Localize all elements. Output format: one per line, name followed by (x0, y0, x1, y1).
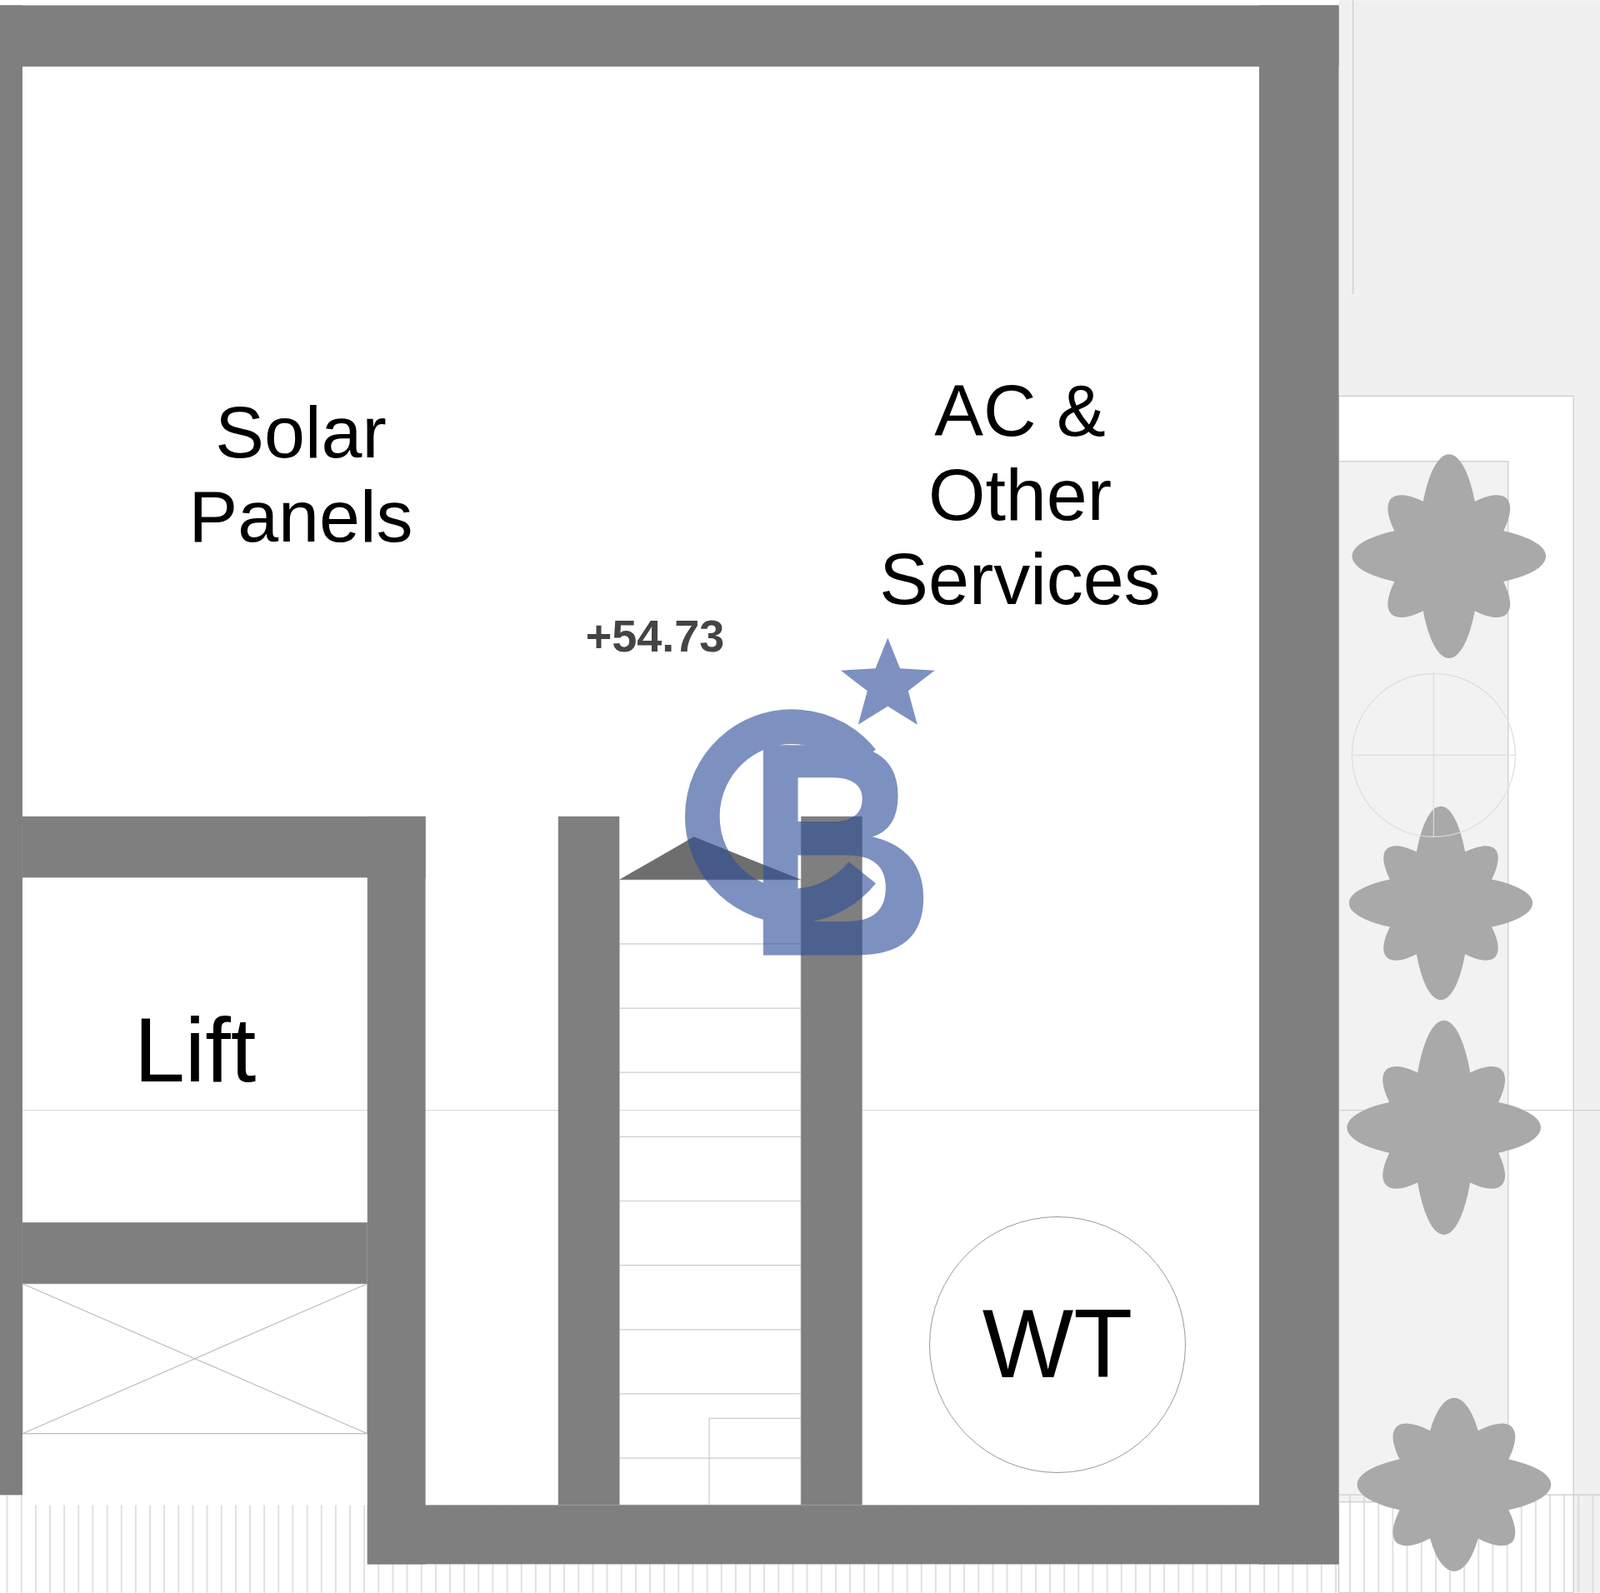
lift-room: Lift (22, 877, 368, 1223)
planter-bed (1339, 461, 1509, 1503)
level-mark: +54.73 (546, 610, 764, 662)
walls (0, 5, 1340, 1565)
water-tank-circle: WT (929, 1216, 1186, 1474)
exterior-ground (1339, 0, 1600, 1593)
watermark-logo (702, 638, 935, 956)
edge-line (1352, 0, 1354, 295)
area-label: AC & Other Services (861, 368, 1179, 622)
grid-line (0, 1110, 1600, 1111)
grid-line (0, 1110, 1260, 1111)
railing (0, 1495, 1600, 1593)
void-shaft (22, 1284, 368, 1435)
void-cross (22, 1284, 368, 1435)
plants (1346, 454, 1551, 1572)
roof-floor (22, 66, 1260, 1506)
stair-treads (619, 880, 801, 1506)
room-name: Lift (134, 997, 257, 1104)
planter-strip (1339, 395, 1575, 1593)
area-label: Solar Panels (175, 390, 426, 559)
void-cross (22, 1284, 368, 1435)
room-name: WT (982, 1289, 1133, 1400)
